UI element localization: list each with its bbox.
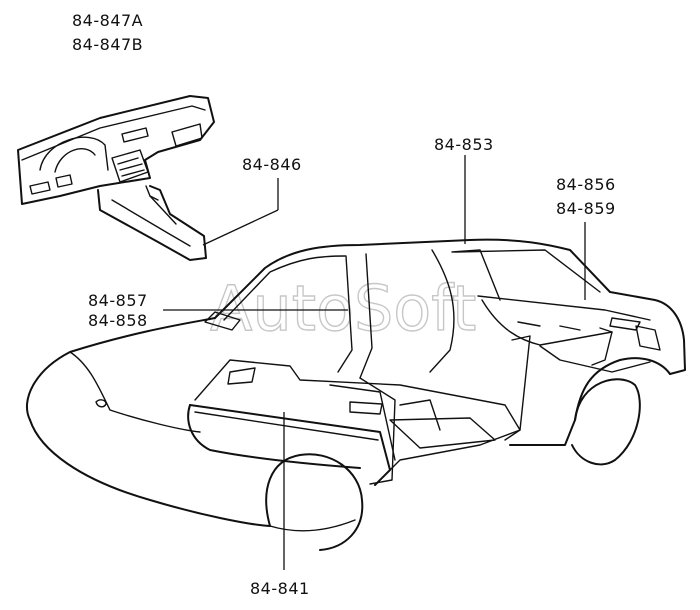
label-floor: 84-841: [250, 579, 310, 598]
label-dash-b: 84-847B: [72, 35, 143, 54]
dashboard-drawing: [17, 95, 215, 261]
watermark: AutoSoft: [210, 272, 476, 345]
car-body-drawing: [25, 238, 686, 551]
label-dash-a: 84-847A: [72, 11, 143, 30]
label-shelf-a: 84-856: [556, 175, 616, 194]
leader-lines: [163, 155, 586, 570]
label-console: 84-846: [242, 155, 302, 174]
label-pillar-b: 84-858: [88, 311, 148, 330]
label-headliner: 84-853: [434, 135, 494, 154]
label-shelf-b: 84-859: [556, 199, 616, 218]
label-pillar-a: 84-857: [88, 291, 148, 310]
